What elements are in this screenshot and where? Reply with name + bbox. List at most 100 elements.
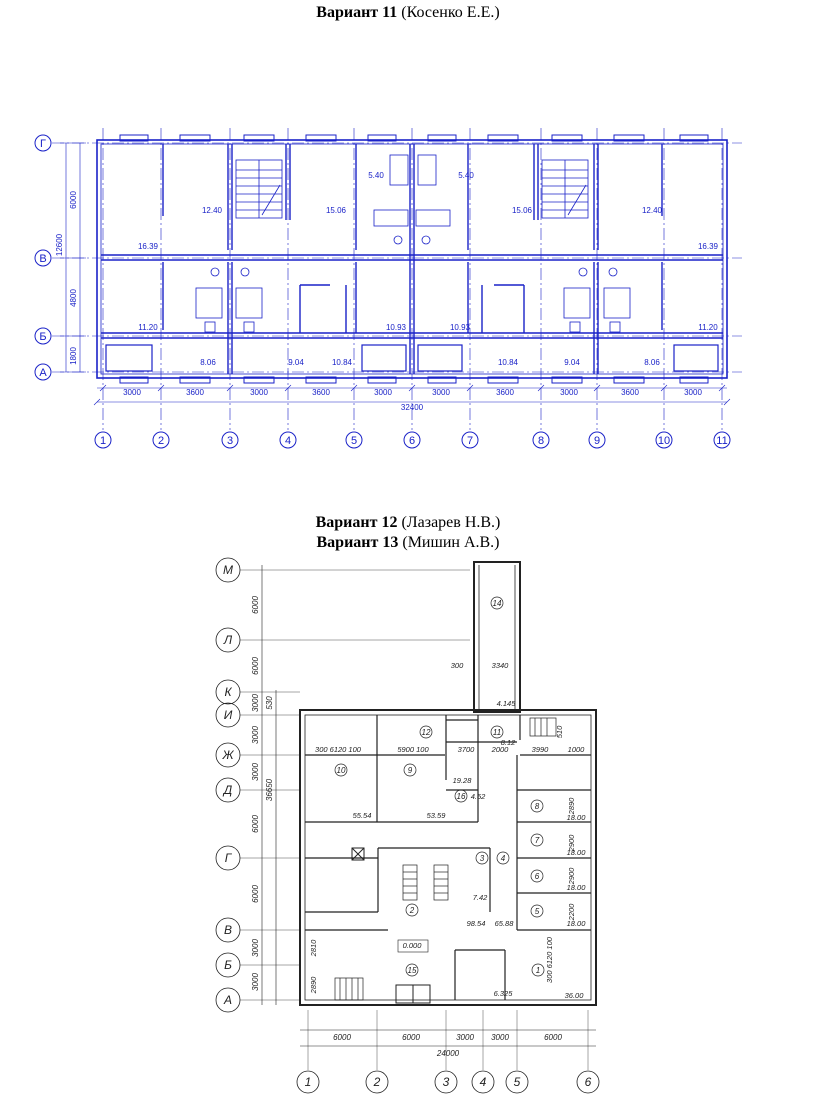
note: 18.00 (567, 813, 587, 822)
note: 55.54 (353, 811, 372, 820)
dim-label: 530 (265, 696, 274, 710)
room-number-circle (405, 963, 419, 977)
note: 53.59 (427, 811, 447, 820)
note: 300 6120 100 (545, 936, 554, 983)
note: 4.52 (471, 792, 486, 801)
row-axis-label: Б (224, 958, 232, 972)
col-axis-circle (576, 1070, 600, 1094)
col-axis-circle (152, 431, 170, 449)
room-number-circle (496, 851, 510, 865)
variant11-author: (Косенко Е.Е.) (401, 4, 500, 21)
room-area: 8.06 (200, 358, 216, 367)
room-number-circle (405, 903, 419, 917)
variant11-caption: Вариант 11 (Косенко Е.Е.) (0, 4, 816, 22)
col-axis-circle (403, 431, 421, 449)
col-axis-circle (345, 431, 363, 449)
dim-label: 3000 (456, 1033, 474, 1042)
note: 2900 (567, 834, 576, 853)
room-number: 12 (422, 728, 431, 737)
room-area: 12.40 (642, 206, 663, 215)
room-number-circle (475, 851, 489, 865)
col-axis-label: 2 (158, 435, 164, 447)
dim-tick (537, 384, 545, 392)
total-dim-label: 32400 (401, 403, 424, 412)
dim-label: 3600 (621, 388, 639, 397)
dim-label: 6000 (333, 1033, 351, 1042)
room-area: 10.84 (332, 358, 353, 367)
row-axis-label: М (223, 563, 233, 577)
note: 8.12 (501, 738, 516, 747)
room-area: 10.93 (450, 323, 471, 332)
room-number: 16 (457, 792, 466, 801)
room-area: 8.06 (644, 358, 660, 367)
room-area: 10.93 (386, 323, 407, 332)
note: 2810 (309, 939, 318, 958)
variant12-caption: Вариант 12 (Лазарев Н.В.) (0, 514, 816, 532)
col-axis-label: 3 (443, 1075, 450, 1089)
dim-label: 4800 (69, 289, 78, 307)
variant11-row-axes: Г В Б А (34, 134, 52, 381)
dim-label: 6000 (251, 815, 260, 833)
dim-label: 6000 (544, 1033, 562, 1042)
room-area: 16.39 (138, 242, 159, 251)
note: 4.145 (497, 699, 517, 708)
room-number-circle (490, 725, 504, 739)
variant11-label: Вариант 11 (316, 4, 398, 21)
note: 3700 (458, 745, 476, 754)
note: 2900 (567, 867, 576, 886)
room-number: 7 (535, 836, 540, 845)
dim-tick (157, 384, 165, 392)
row-axis-circle (215, 845, 241, 871)
room-area: 11.20 (138, 323, 158, 332)
col-axis-circle (434, 1070, 458, 1094)
variant11-floor-plan: Г В Б А 6000 12600 4800 1800 3000 3600 3… (34, 128, 742, 449)
room-number: 11 (493, 728, 501, 737)
col-axis-label: 5 (351, 435, 357, 447)
room-area: 10.84 (498, 358, 519, 367)
row-axis-label: Ж (221, 748, 234, 762)
dim-label: 3000 (251, 763, 260, 781)
dim-tick (723, 398, 731, 406)
note: 3340 (492, 661, 510, 670)
row-axis-label: И (224, 708, 233, 722)
dim-tick (350, 384, 358, 392)
row-axis-circle (215, 679, 241, 705)
note: 7.42 (473, 893, 488, 902)
room-number-circle (454, 789, 468, 803)
col-axis-label: 1 (100, 435, 106, 447)
dim-label: 3000 (251, 694, 260, 712)
col-axis-label: 8 (538, 435, 544, 447)
variant12-author: (Лазарев Н.В.) (401, 514, 501, 531)
note: 5900 100 (397, 745, 429, 754)
col-axis-label: 10 (658, 435, 670, 447)
row-axis-label: А (39, 367, 47, 379)
dim-label: 1800 (69, 347, 78, 365)
room-area: 15.06 (512, 206, 533, 215)
dim-label: 6000 (402, 1033, 420, 1042)
dim-tick (660, 384, 668, 392)
dim-tick (718, 384, 726, 392)
row-axis-label: К (224, 685, 232, 699)
dim-tick (99, 384, 107, 392)
note: 2200 (567, 903, 576, 922)
room-number: 10 (337, 766, 346, 775)
room-number-circle (530, 799, 544, 813)
variant12-label: Вариант 12 (315, 514, 398, 531)
col-axis-label: 2 (373, 1075, 381, 1089)
note: 0.000 (403, 941, 423, 950)
room-area: 15.06 (326, 206, 347, 215)
dim-label: 6000 (251, 596, 260, 614)
dim-label: 3600 (312, 388, 330, 397)
dim-tick (226, 384, 234, 392)
room-number: 2 (409, 906, 415, 915)
note: 2890 (309, 976, 318, 995)
col-axis-label: 6 (409, 435, 415, 447)
room-number-circle (490, 596, 504, 610)
note: 300 6120 100 (315, 745, 362, 754)
note: 510 (555, 725, 564, 738)
room-number-circle (530, 904, 544, 918)
note: 18.00 (567, 883, 587, 892)
room-area: 9.04 (288, 358, 304, 367)
note: 19.28 (453, 776, 473, 785)
